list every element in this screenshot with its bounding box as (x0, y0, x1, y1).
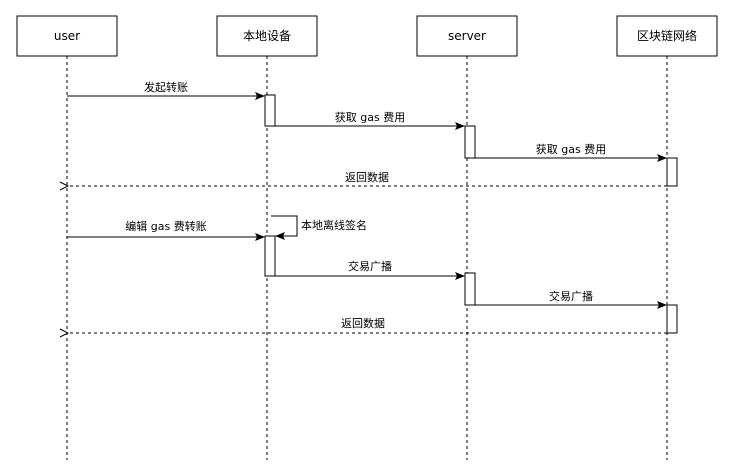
activation-device-1 (264, 94, 276, 127)
message-label: 本地离线签名 (301, 218, 367, 232)
actor-label-user: user (54, 29, 80, 43)
message-offline-sign: 本地离线签名 (271, 215, 367, 240)
message-get-gas-fee-chain: 获取 gas 费用 (475, 143, 667, 162)
message-label: 获取 gas 费用 (536, 143, 606, 156)
actor-box-server (416, 15, 518, 57)
message-return-data-2: 返回数据 (68, 316, 667, 333)
actor-label-device: 本地设备 (243, 29, 291, 43)
message-label: 返回数据 (345, 170, 389, 184)
message-label: 获取 gas 费用 (335, 111, 405, 124)
activation-server-1 (464, 125, 476, 159)
message-arrow (271, 215, 298, 240)
actor-box-chain (616, 15, 718, 57)
actor-box-user (16, 15, 118, 57)
actor-user: user (16, 15, 118, 57)
message-return-data-1: 返回数据 (68, 170, 667, 186)
message-label: 交易广播 (348, 259, 392, 273)
message-get-gas-fee-server: 获取 gas 费用 (275, 111, 465, 130)
actor-server: server (416, 15, 518, 57)
actor-chain: 区块链网络 (616, 15, 718, 57)
message-edit-gas-transfer: 编辑 gas 费转账 (67, 219, 265, 241)
activation-server-2 (464, 272, 476, 306)
message-initiate-transfer: 发起转账 (67, 80, 265, 100)
message-label: 发起转账 (144, 80, 188, 94)
activation-chain-2 (666, 304, 678, 334)
message-broadcast-server: 交易广播 (275, 259, 465, 280)
actor-label-server: server (448, 29, 486, 43)
message-label: 返回数据 (341, 316, 385, 330)
actor-device: 本地设备 (216, 15, 318, 57)
message-broadcast-chain: 交易广播 (475, 289, 667, 309)
activation-device-2 (264, 235, 276, 277)
actor-label-chain: 区块链网络 (637, 28, 697, 43)
message-label: 交易广播 (549, 289, 593, 303)
actor-box-device (216, 15, 318, 57)
activation-chain-1 (666, 157, 678, 187)
message-label: 编辑 gas 费转账 (125, 219, 206, 233)
